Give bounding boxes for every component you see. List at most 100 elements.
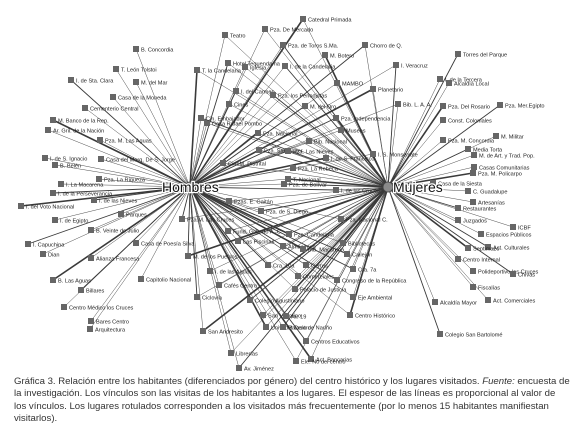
place-node: Casa del Marq. De S. Jorge	[98, 156, 175, 164]
place-label: Casa de la Moneda	[118, 96, 167, 102]
edge	[336, 82, 389, 188]
place-node: Casa de la Siesta	[430, 180, 483, 188]
place-marker	[471, 164, 477, 170]
place-node: B. Las Aguas	[50, 277, 91, 285]
place-label: Librerías	[236, 352, 258, 358]
place-marker	[510, 224, 516, 230]
place-node: Fiscalías	[470, 284, 500, 292]
place-node: Chivas	[510, 271, 535, 279]
edge	[340, 129, 389, 188]
hub-mujeres: Mujeres	[382, 178, 444, 196]
place-node: T. la Candelaria	[194, 67, 242, 75]
place-label: Planetario	[378, 88, 403, 94]
place-label: Callejón	[352, 253, 372, 259]
place-label: Fiscalías	[478, 286, 500, 292]
place-marker	[280, 243, 286, 249]
place-label: T. la Candelaria	[202, 69, 242, 75]
place-node: Const. Coloniales	[440, 117, 492, 125]
place-marker	[242, 64, 248, 70]
place-node: Palacio de Justicia	[292, 286, 347, 294]
place-node: Bares Centro	[88, 318, 129, 326]
edge	[27, 186, 191, 245]
hub-label: Hombres	[162, 179, 219, 195]
edge	[52, 186, 191, 194]
edge	[135, 186, 191, 244]
edge	[189, 178, 289, 188]
place-label: B. Veinte de Julio	[96, 229, 139, 235]
edge	[282, 186, 389, 247]
place-node: CineM. Distrital	[220, 160, 266, 168]
place-node: Av. Jiménez	[236, 365, 274, 372]
place-label: Arquitectura	[95, 328, 126, 334]
edge	[227, 62, 389, 188]
place-label: Pza. Independencia	[341, 117, 391, 123]
place-node: Pza. La Riqueza	[96, 176, 146, 184]
edge	[308, 140, 389, 188]
place-marker	[204, 120, 210, 126]
place-marker	[393, 62, 399, 68]
edge	[189, 183, 285, 188]
place-node: Pza. Santander	[256, 147, 303, 155]
place-marker	[465, 188, 471, 194]
place-node: Alcaldía Mayor	[432, 299, 477, 307]
edge	[387, 186, 441, 335]
edge	[310, 186, 389, 360]
place-marker	[286, 231, 292, 237]
place-node: Cra. 7a	[350, 266, 377, 274]
place-marker	[216, 282, 222, 288]
place-node: Arquitectura	[87, 326, 126, 334]
place-marker	[263, 324, 269, 330]
place-label: I. del Carmen	[241, 90, 275, 96]
place-marker	[344, 251, 350, 257]
place-marker	[350, 294, 356, 300]
place-marker	[290, 165, 296, 171]
place-marker	[222, 32, 228, 38]
place-node: Pza. de Bolívar	[281, 181, 327, 189]
place-label: I. de S. Francisco	[331, 157, 375, 163]
place-label: Pza. de Bolívar	[289, 183, 327, 189]
place-node: Pza. Independencia	[333, 115, 391, 123]
edge	[249, 186, 389, 301]
place-node: Av. 19	[283, 313, 306, 321]
place-label: Espacios Públicos	[486, 233, 532, 239]
place-marker	[226, 101, 232, 107]
place-node: Planetario	[370, 86, 403, 94]
place-label: Casas Comunitarias	[479, 166, 530, 172]
edge	[196, 69, 389, 188]
place-label: Centro Internal	[463, 258, 500, 264]
place-node: Pza. de Toros S.Ma.	[280, 42, 339, 50]
place-marker	[194, 67, 200, 73]
place-marker	[465, 146, 471, 152]
place-label: Media Torta	[473, 148, 503, 154]
place-marker	[347, 312, 353, 318]
place-label: I. de las Cruces	[341, 189, 380, 195]
place-node: I. de S. Francisco	[323, 155, 375, 163]
place-node: Pza.M. Las Cruces	[179, 216, 234, 224]
edge	[387, 186, 489, 248]
place-marker	[50, 117, 56, 123]
place-label: Pza. los Periodistas	[278, 94, 327, 100]
edge	[302, 186, 389, 250]
edge	[387, 186, 474, 288]
place-node: San Andresito	[200, 328, 243, 336]
edge	[115, 68, 191, 188]
place-label: Cin. Embajador	[206, 117, 245, 123]
place-marker	[40, 251, 46, 257]
place-label: Pza.M. Las Cruces	[187, 218, 234, 224]
place-label: I. Veracruz	[401, 64, 428, 70]
place-marker	[265, 262, 271, 268]
edge	[387, 186, 459, 260]
place-label: Palacio de Nariño	[288, 326, 332, 332]
edge	[387, 186, 514, 228]
edge	[189, 122, 208, 188]
place-node: I. de las Cruces	[333, 187, 380, 195]
place-label: ICBF	[518, 226, 531, 232]
edge	[372, 153, 389, 188]
place-label: T. Nacional	[293, 178, 321, 184]
place-marker	[220, 160, 226, 166]
place-label: Act. Culturales	[493, 246, 530, 252]
edge	[227, 186, 389, 232]
edge	[189, 186, 198, 298]
